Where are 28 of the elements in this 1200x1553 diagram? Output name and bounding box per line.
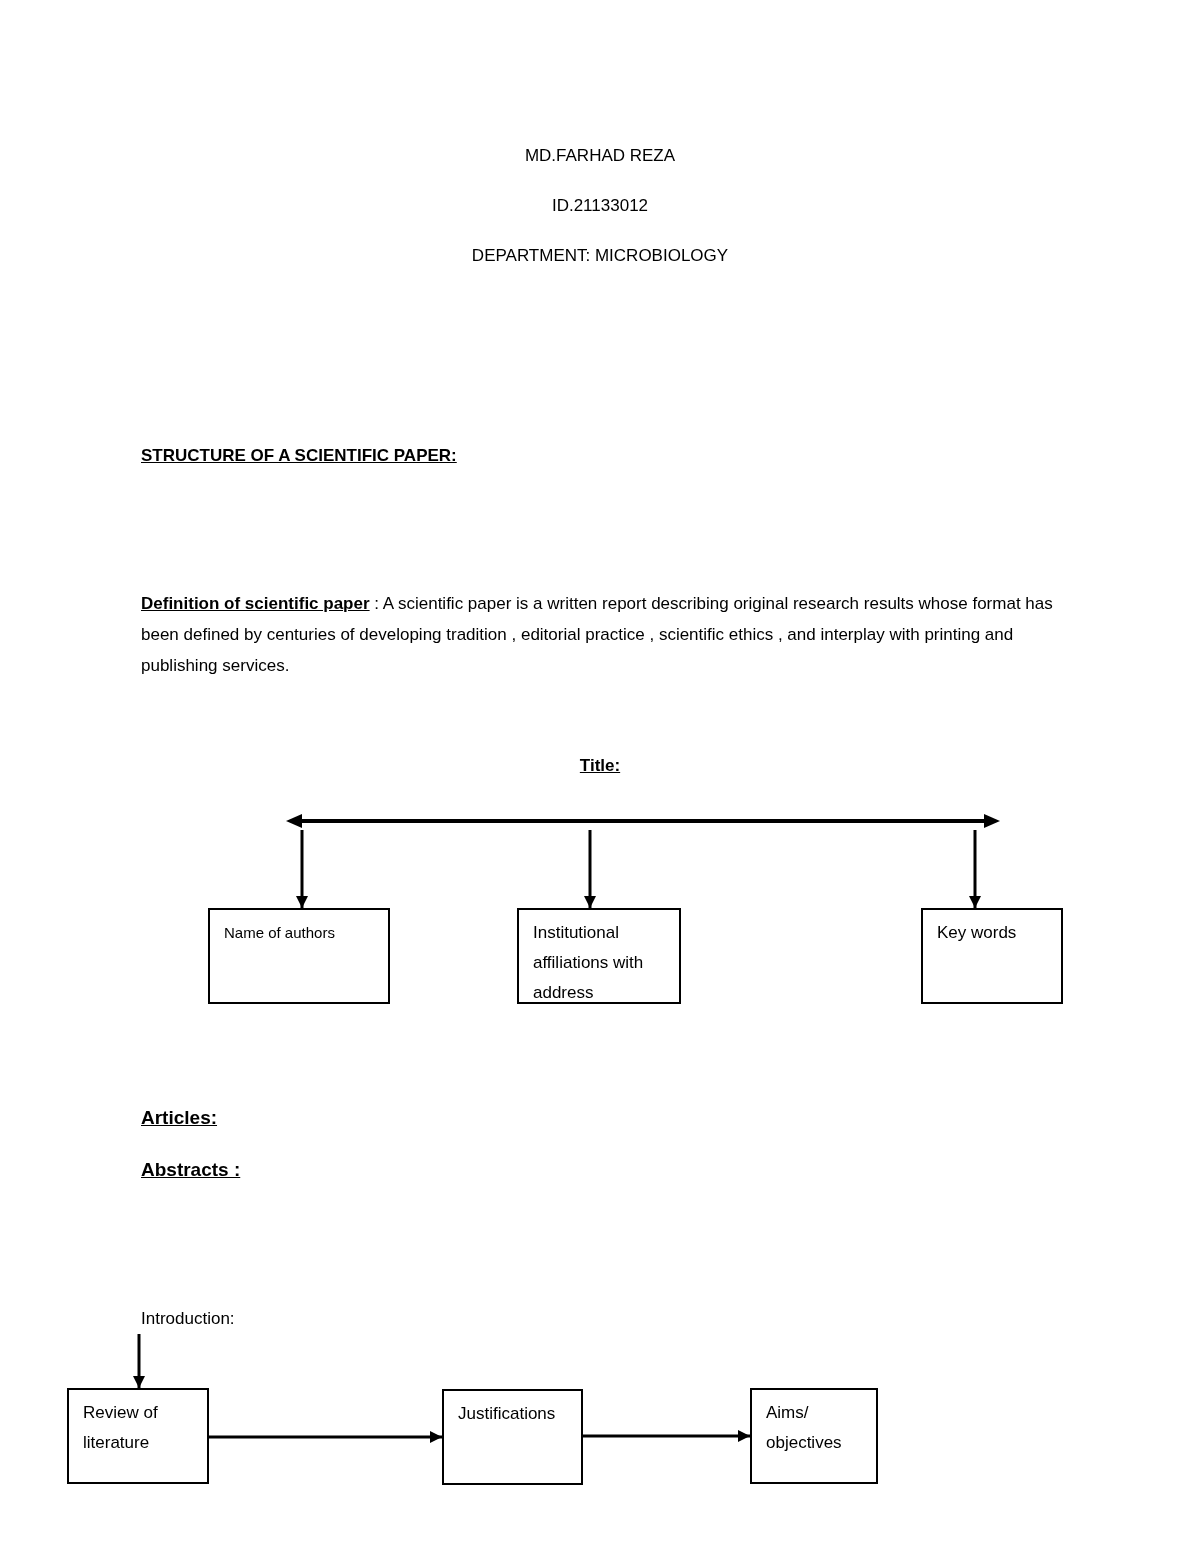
arrow <box>969 830 981 908</box>
section-label: Introduction: <box>141 1308 236 1330</box>
arrow <box>583 1430 750 1442</box>
section-heading: STRUCTURE OF A SCIENTIFIC PAPER: <box>141 445 457 467</box>
heading: Articles: <box>141 1106 218 1130</box>
author-name: MD.FARHAD REZA <box>524 145 676 167</box>
process-box <box>67 1388 209 1484</box>
arrow <box>209 1431 442 1443</box>
department-name: DEPARTMENT: MICROBIOLOGY <box>471 245 729 267</box>
student-id: ID.21133012 <box>551 195 649 217</box>
double-arrow <box>286 812 1000 830</box>
arrow <box>296 830 308 908</box>
process-box <box>442 1389 583 1485</box>
process-box <box>750 1388 878 1484</box>
box-label: Justifications <box>458 1403 557 1425</box>
box-label: Key words <box>937 922 1018 944</box>
process-box <box>208 908 390 1004</box>
heading: Abstracts : <box>141 1158 241 1182</box>
heading: Title: <box>579 755 621 777</box>
box-label: Review of literature <box>83 1402 159 1454</box>
process-box <box>921 908 1063 1004</box>
definition-paragraph: Definition of scientific paper : A scientific paper is a written report describing original research results whose format has been defined by centuries of developing tradition , editorial practice , scientific ethics , and interplay with printing and publishing services. <box>141 593 1054 677</box>
arrow <box>133 1334 145 1388</box>
box-label: Aims/ objectives <box>766 1402 843 1454</box>
box-label: Name of authors <box>224 923 336 943</box>
arrow <box>584 830 596 908</box>
process-box <box>517 908 681 1004</box>
box-label: Institutional affiliations with address <box>533 922 645 1004</box>
